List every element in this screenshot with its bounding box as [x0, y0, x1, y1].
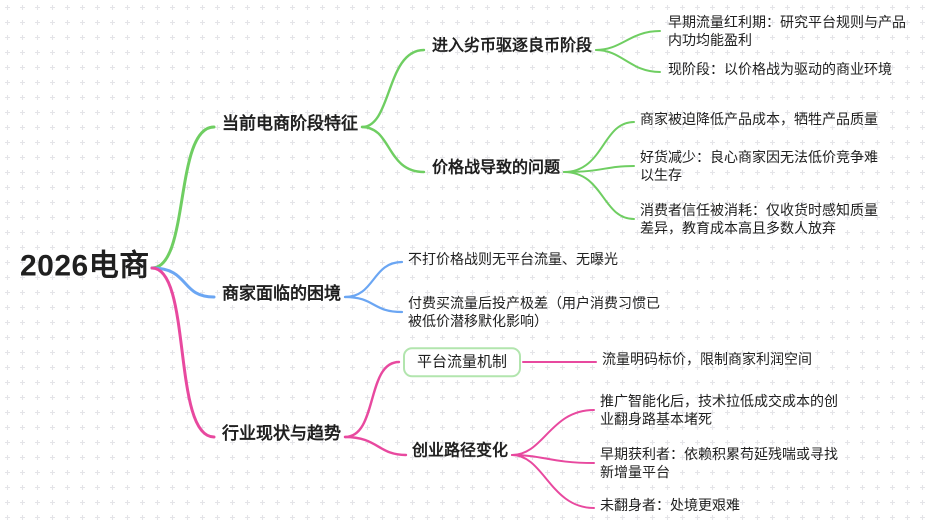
leaf-topic-not-turned-around[interactable]: 未翻身者：处境更艰难	[600, 496, 740, 513]
leaf-topic-good-goods-decline[interactable]: 好货减少：良心商家因无法低价竞争难以生存	[640, 148, 878, 183]
branch-connector	[563, 121, 635, 173]
branch-connector	[595, 30, 661, 51]
branch-connector	[511, 454, 595, 509]
branch-connector	[150, 125, 216, 270]
sub-topic-price-war-problems[interactable]: 价格战导致的问题	[432, 159, 561, 177]
branch-connector	[511, 409, 595, 456]
branch-connector	[343, 295, 404, 314]
leaf-topic-consumer-trust[interactable]: 消费者信任被消耗：仅收货时感知质量差异，教育成本高且多数人放弃	[640, 201, 878, 236]
branch-connector	[150, 266, 216, 439]
leaf-topic-no-price-war-no-traffic[interactable]: 不打价格战则无平台流量、无曝光	[408, 250, 618, 267]
leaf-topic-paid-traffic-poor-roi[interactable]: 付费买流量后投产极差（用户消费习惯已被低价潜移默化影响）	[408, 294, 660, 329]
branch-topic-industry-trend[interactable]: 行业现状与趋势	[222, 423, 341, 443]
branch-connector	[343, 260, 404, 299]
root-topic[interactable]: 2026电商	[20, 249, 150, 283]
leaf-topic-cost-cutting[interactable]: 商家被迫降低产品成本，牺牲产品质量	[640, 110, 878, 127]
branch-connector	[595, 49, 661, 73]
sub-topic-bad-money[interactable]: 进入劣币驱逐良币阶段	[432, 37, 593, 55]
leaf-topic-traffic-priced[interactable]: 流量明码标价，限制商家利润空间	[602, 350, 812, 367]
leaf-topic-early-traffic-dividend[interactable]: 早期流量红利期：研究平台规则与产品内功均能盈利	[668, 13, 906, 48]
leaf-topic-early-winners[interactable]: 早期获利者：依赖积累苟延残喘或寻找新增量平台	[600, 445, 838, 480]
branch-connector	[563, 165, 635, 173]
sub-topic-startup-path-change[interactable]: 创业路径变化	[412, 442, 509, 460]
leaf-topic-current-price-driven[interactable]: 现阶段：以价格战为驱动的商业环境	[668, 60, 892, 77]
branch-connector	[360, 125, 426, 174]
branch-connector	[511, 454, 595, 464]
branch-connector	[360, 48, 426, 129]
leaf-topic-smart-promotion-blocked[interactable]: 推广智能化后，技术拉低成交成本的创业翻身路基本堵死	[600, 392, 838, 427]
branch-connector	[150, 266, 216, 299]
branch-connector	[343, 360, 401, 439]
sub-topic-platform-traffic-mechanism[interactable]: 平台流量机制	[403, 347, 522, 377]
branch-topic-merchant-dilemma[interactable]: 商家面临的困境	[222, 283, 341, 303]
branch-connector	[343, 435, 408, 457]
branch-topic-current-stage[interactable]: 当前电商阶段特征	[222, 113, 358, 133]
branch-connector	[563, 171, 635, 220]
